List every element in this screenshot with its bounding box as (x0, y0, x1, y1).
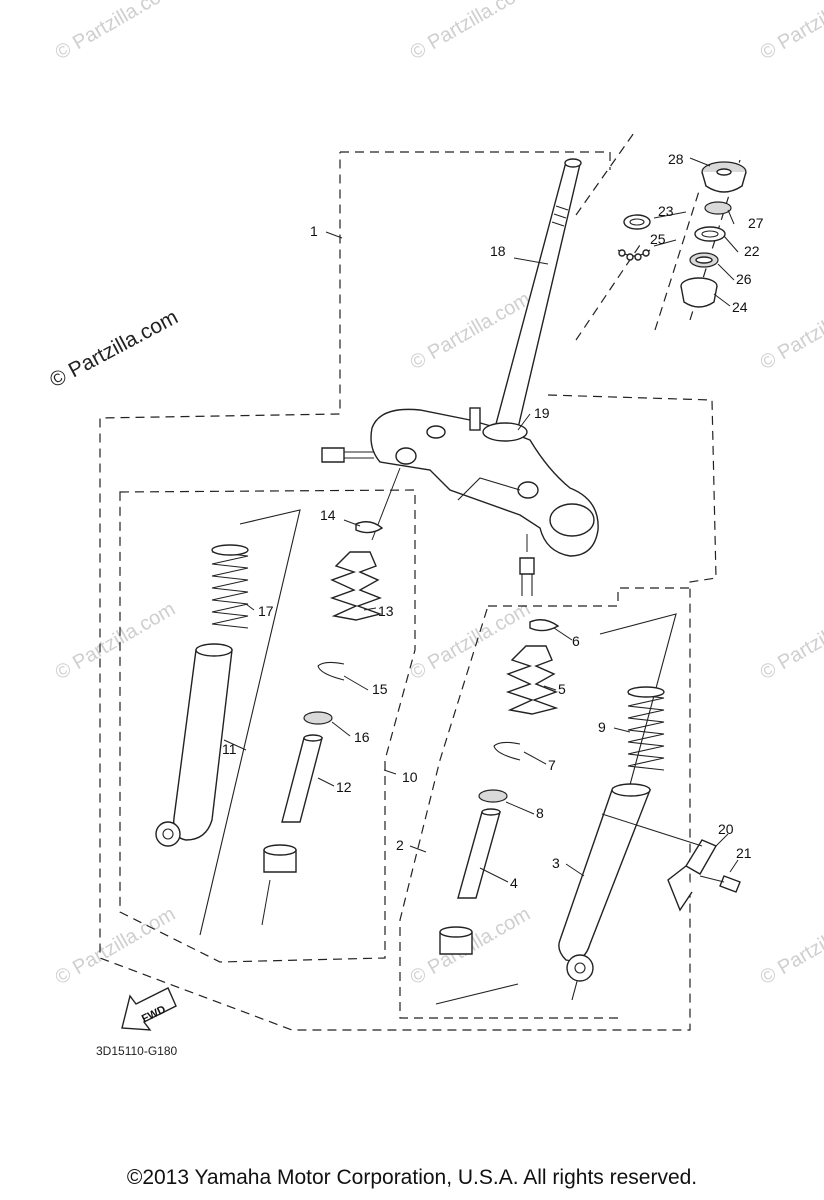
callout-6: 6 (572, 633, 580, 649)
part-13-boot (329, 551, 383, 621)
part-21-bolt (719, 875, 741, 893)
part-12-inner-tube (281, 737, 323, 823)
callout-8: 8 (536, 805, 544, 821)
bearing-group (617, 161, 747, 308)
callout-9: 9 (598, 719, 606, 735)
callout-leaders (223, 157, 739, 883)
part-20-bracket (667, 839, 717, 912)
boundary-assembly-10 (119, 489, 416, 963)
boundary-assembly-1 (99, 151, 717, 1031)
part-22-race (694, 226, 726, 242)
fork-leg-right (435, 613, 741, 1005)
callout-28: 28 (668, 151, 684, 167)
part-16-seal (303, 711, 333, 725)
part-17-spring (211, 551, 249, 629)
part-7-circlip (493, 741, 521, 761)
callout-20: 20 (718, 821, 734, 837)
callout-17: 17 (258, 603, 274, 619)
watermark-11: © Partzilla.com (757, 903, 824, 989)
callout-18: 18 (490, 243, 506, 259)
stem-stop (469, 407, 481, 431)
copyright-notice: ©2013 Yamaha Motor Corporation, U.S.A. A… (126, 1166, 698, 1189)
callout-12: 12 (336, 779, 352, 795)
callout-27: 27 (748, 215, 764, 231)
part-8-seal (478, 789, 508, 803)
diagram-code: 3D15110-G180 (96, 1044, 178, 1058)
part-14-clamp (355, 521, 384, 534)
callout-26: 26 (736, 271, 752, 287)
bracket-bolt-left (321, 447, 345, 463)
callout-labels: 1 2 3 4 5 6 7 8 9 10 11 12 13 14 15 16 1… (222, 151, 764, 891)
callout-5: 5 (558, 681, 566, 697)
callout-14: 14 (320, 507, 336, 523)
part-18-stem (495, 161, 581, 429)
watermark-1: © Partzilla.com (52, 0, 180, 64)
watermark-5: © Partzilla.com (757, 288, 824, 374)
watermark-9: © Partzilla.com (52, 903, 180, 989)
callout-15: 15 (372, 681, 388, 697)
part-9-spring (627, 693, 665, 771)
part-4-inner-tube (457, 811, 501, 899)
bracket-bolt-lower (519, 557, 535, 575)
watermark-6: © Partzilla.com (52, 598, 180, 684)
callout-23: 23 (658, 203, 674, 219)
boundary-assembly-2 (399, 587, 690, 1019)
fwd-arrow-icon (121, 987, 177, 1031)
part-27-nut (704, 201, 732, 215)
callout-3: 3 (552, 855, 560, 871)
callout-16: 16 (354, 729, 370, 745)
callout-24: 24 (732, 299, 748, 315)
part-23-race (623, 214, 651, 230)
watermark-8: © Partzilla.com (757, 598, 824, 684)
callout-1: 1 (310, 223, 318, 239)
part-3-outer-tube (558, 789, 652, 962)
steering-stem (321, 158, 599, 596)
callout-4: 4 (510, 875, 518, 891)
boundary-bearing-left (575, 129, 643, 341)
callout-21: 21 (736, 845, 752, 861)
callout-13: 13 (378, 603, 394, 619)
callout-19: 19 (534, 405, 550, 421)
fork-leg-left (155, 509, 384, 936)
part-28-body (701, 171, 747, 193)
fwd-arrow: FWD (121, 987, 177, 1031)
part-5-boot (505, 645, 559, 715)
callout-25: 25 (650, 231, 666, 247)
watermark-2: © Partzilla.com (407, 0, 535, 64)
part-15-circlip (317, 661, 345, 681)
part-6-clamp (529, 619, 560, 632)
callout-11: 11 (222, 741, 237, 757)
watermark-3: © Partzilla.com (757, 0, 824, 64)
callout-2: 2 (396, 837, 404, 853)
callout-10: 10 (402, 769, 418, 785)
callout-22: 22 (744, 243, 760, 259)
assembly-boundaries (99, 129, 741, 1031)
callout-7: 7 (548, 757, 556, 773)
